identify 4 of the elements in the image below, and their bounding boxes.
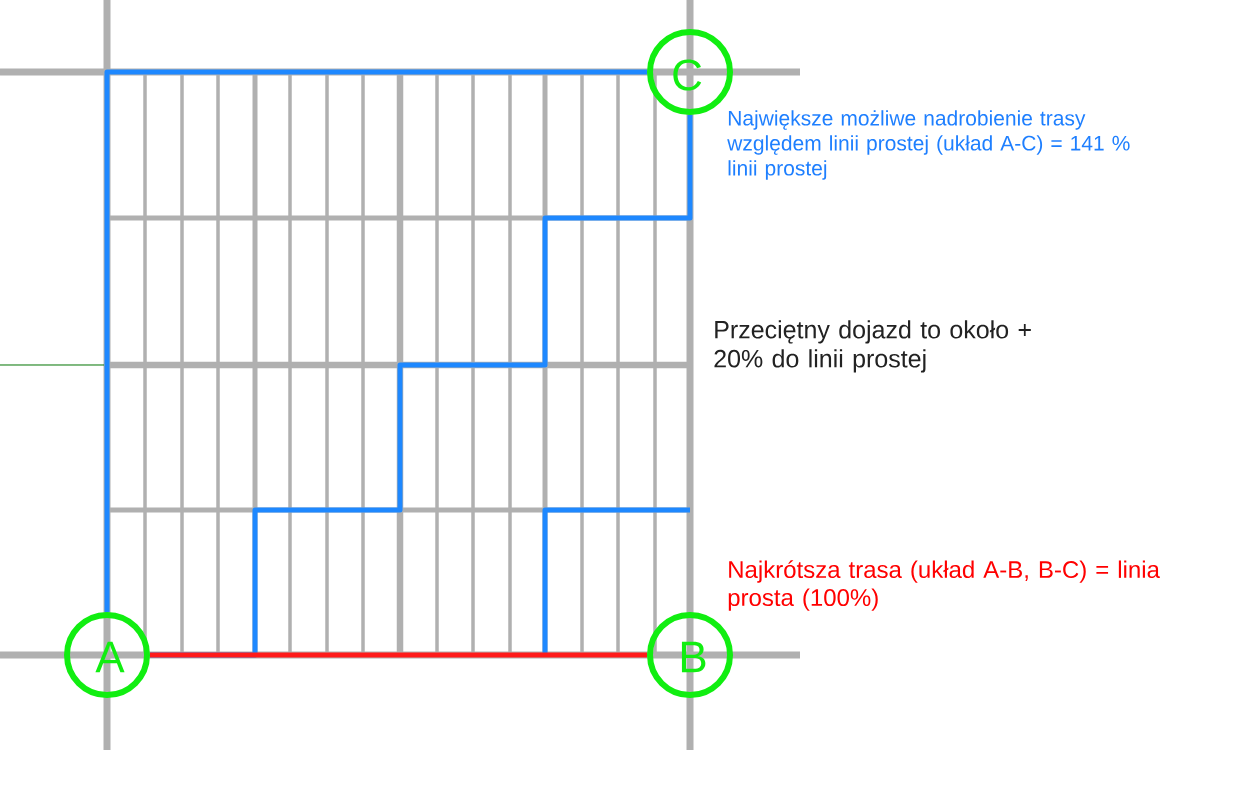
annotation-text: Przeciętny dojazd to około + 20% do linii prostej — [714, 320, 1031, 373]
route-line — [104, 69, 647, 612]
route-line — [150, 652, 647, 658]
annotation-text: Najkrótsza trasa (układ A-B, B-C) = linia prosta (100%) — [728, 560, 1160, 611]
